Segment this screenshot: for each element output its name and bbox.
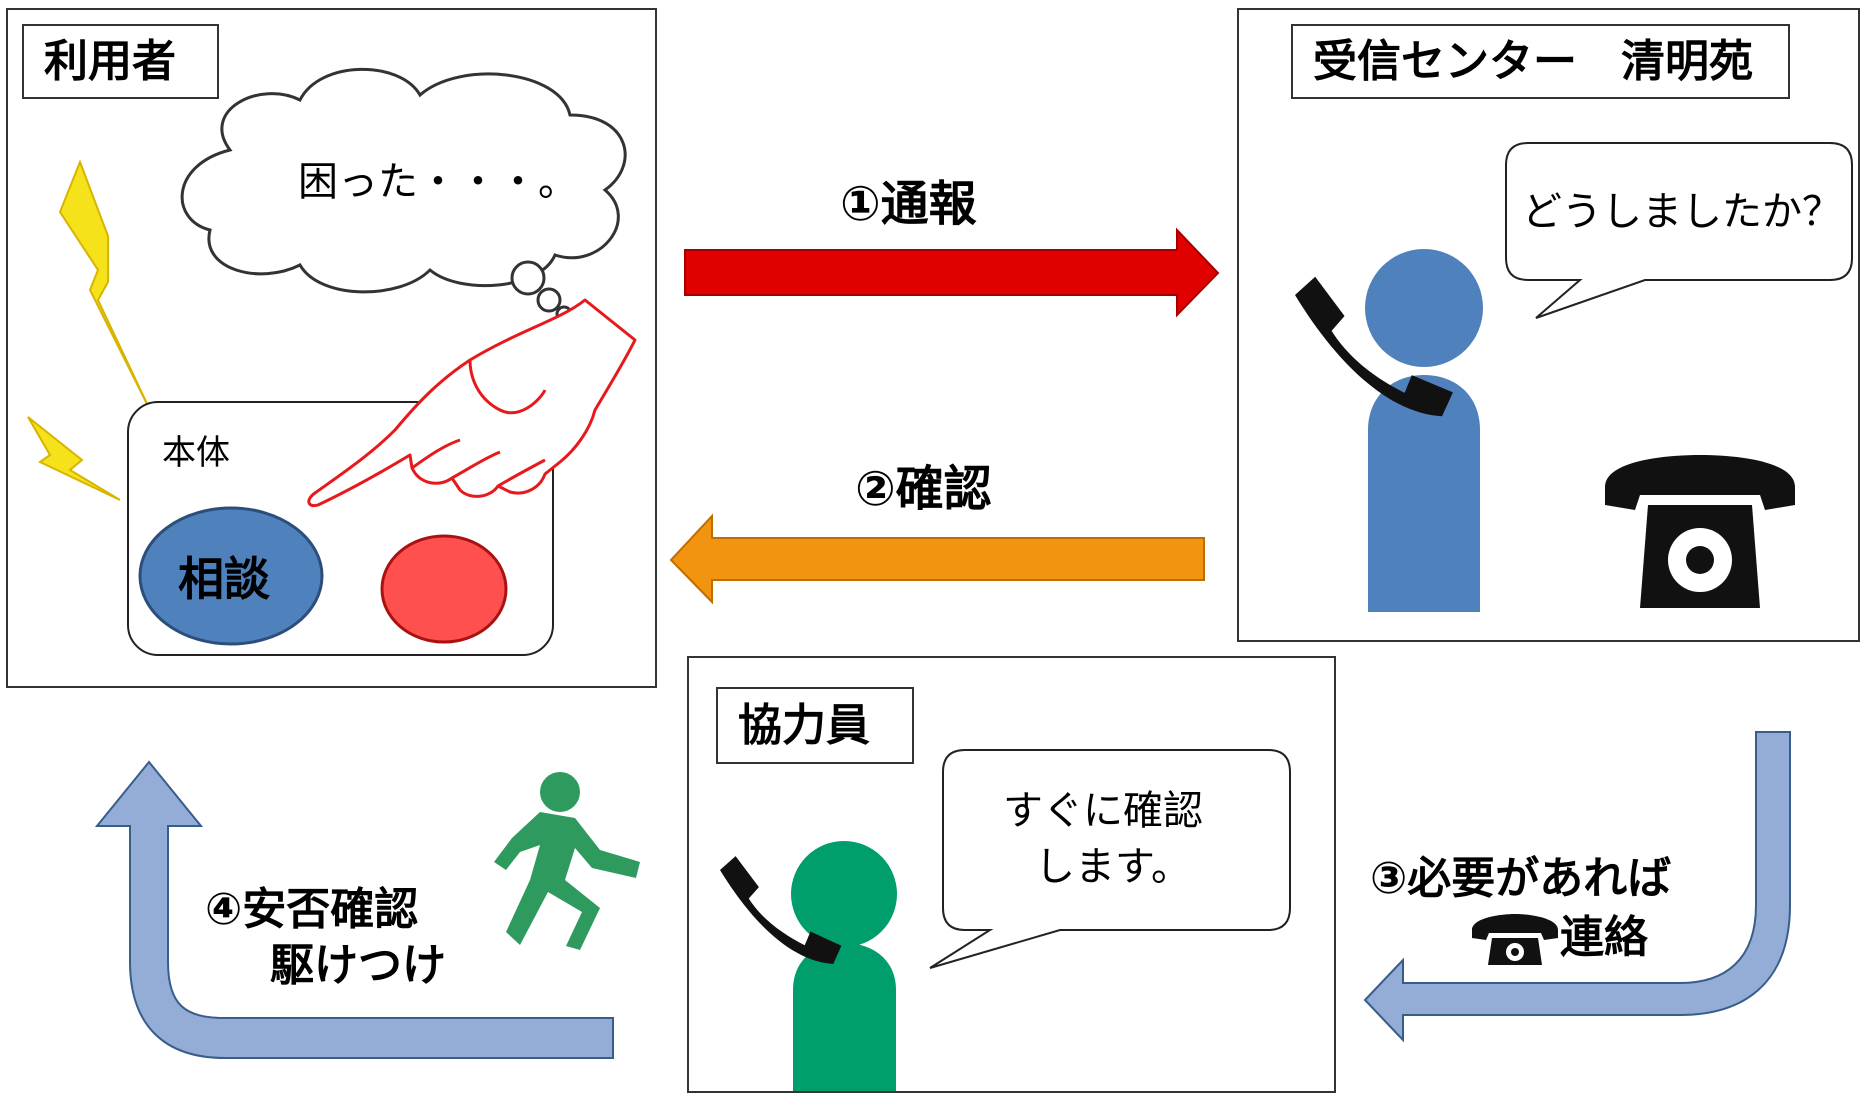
helper-handset-icon (720, 856, 842, 964)
contact-arrow (1363, 731, 1791, 1043)
step4-label-line1: ④安否確認 (205, 884, 419, 935)
center-speech-text: どうしましたか？ (1522, 189, 1842, 235)
step3-label-line2: 連絡 (1560, 912, 1648, 963)
pointing-hand-icon (307, 298, 637, 508)
confirm-arrow (669, 513, 1205, 605)
thought-text: 困った・・・。 (298, 159, 578, 205)
device-label: 本体 (162, 433, 230, 473)
center-panel (1237, 8, 1860, 642)
step4-label-line2: 駆けつけ (270, 940, 446, 991)
notify-arrow (684, 227, 1220, 318)
center-person (1365, 249, 1483, 612)
helper-person (791, 841, 897, 1091)
running-person-icon (494, 772, 640, 950)
helper-panel-title: 協力員 (716, 687, 914, 764)
center-speech-bubble (1505, 142, 1853, 319)
helper-speech-line2: します。 (1035, 844, 1191, 890)
user-panel-title: 利用者 (22, 24, 219, 99)
helper-speech-bubble (929, 749, 1291, 969)
handset-icon (1295, 276, 1453, 417)
consult-button[interactable] (138, 506, 324, 646)
helper-speech-line1: すぐに確認 (1003, 788, 1203, 834)
safety-check-arrow (94, 760, 614, 1059)
consult-button-label: 相談 (178, 552, 270, 606)
step1-label: ①通報 (840, 176, 977, 232)
emergency-button[interactable] (380, 534, 508, 644)
center-panel-title: 受信センター 清明苑 (1291, 24, 1790, 99)
rotary-phone-icon (1605, 455, 1795, 608)
step3-label-line1: ③必要があれば (1370, 853, 1672, 904)
step2-label: ②確認 (855, 461, 992, 517)
